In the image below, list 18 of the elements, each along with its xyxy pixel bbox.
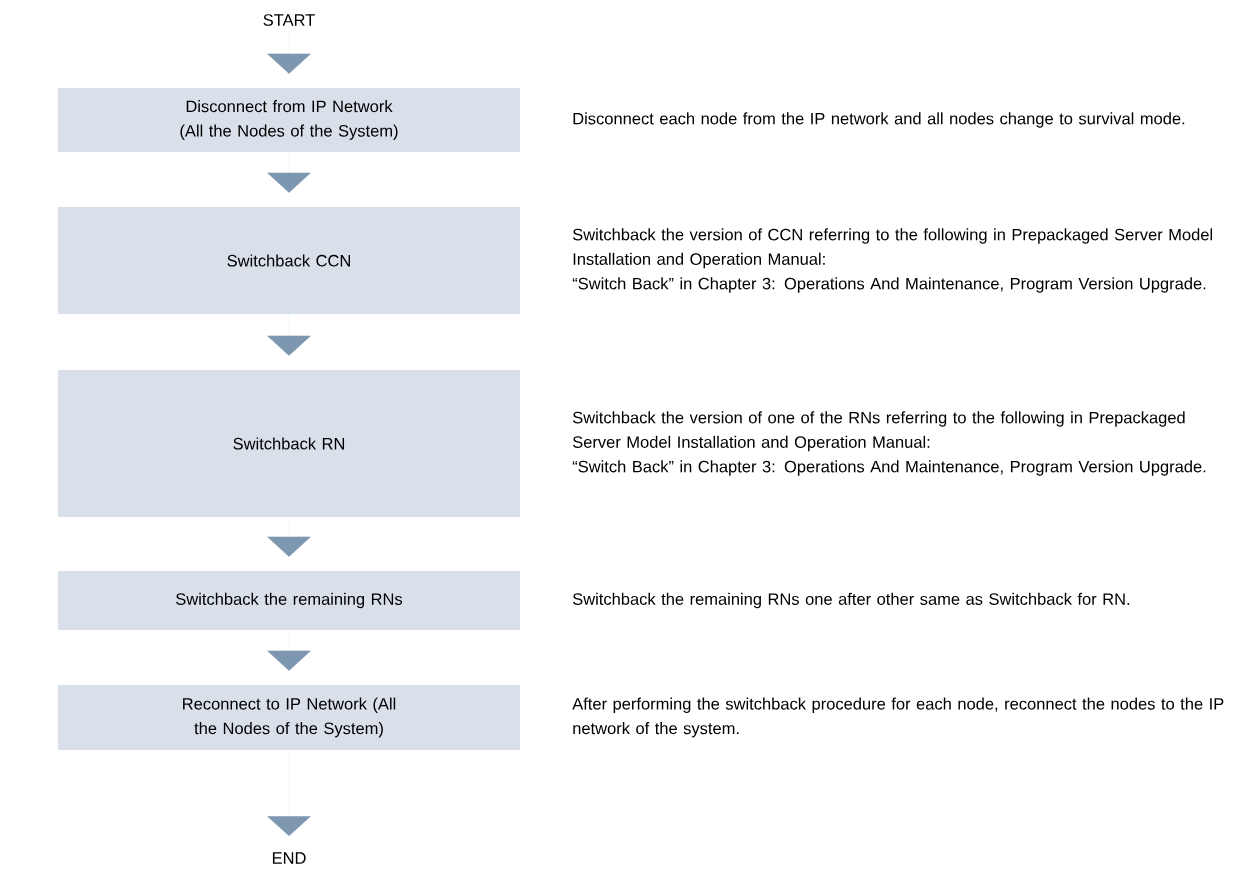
description-text: Disconnect each node from the IP network and all nodes change to survival mode. — [573, 112, 1185, 128]
chevron-arrow — [267, 152, 311, 193]
process-box: Switchback CCN — [58, 207, 520, 314]
chevron-arrow — [267, 28, 311, 74]
process-box: Disconnect from IP Network (All the Nodes of the System) — [58, 88, 520, 152]
description-text: Switchback the version of CCN referring to the following in Prepackaged Server Model Installation and Operation Manual: “Switch Back” in Chapter 3: Operations And Maintenance, Program Version Upgrade. — [572, 228, 1213, 293]
description-text: Switchback the version of one of the RNs referring to the following in Prepackaged Server Model Installation and Operation Manual: “Switch Back” in Chapter 3: Operations And Maintenance, Program Version Upgrade. — [572, 411, 1206, 476]
process-box: Switchback RN — [58, 370, 520, 517]
chevron-arrow — [267, 750, 311, 837]
description-text: After performing the switchback procedure for each node, reconnect the nodes to the IP network of the system. — [572, 697, 1224, 738]
terminal-label: START — [263, 14, 315, 26]
chevron-arrow — [267, 314, 311, 356]
chevron-arrow — [267, 630, 311, 671]
process-box: Reconnect to IP Network (All the Nodes of the System) — [58, 685, 520, 750]
description-text: Switchback the remaining RNs one after other same as Switchback for RN. — [572, 592, 1130, 609]
chevron-arrow — [267, 517, 311, 557]
process-box: Switchback the remaining RNs — [58, 571, 520, 630]
terminal-label: END — [272, 852, 306, 864]
